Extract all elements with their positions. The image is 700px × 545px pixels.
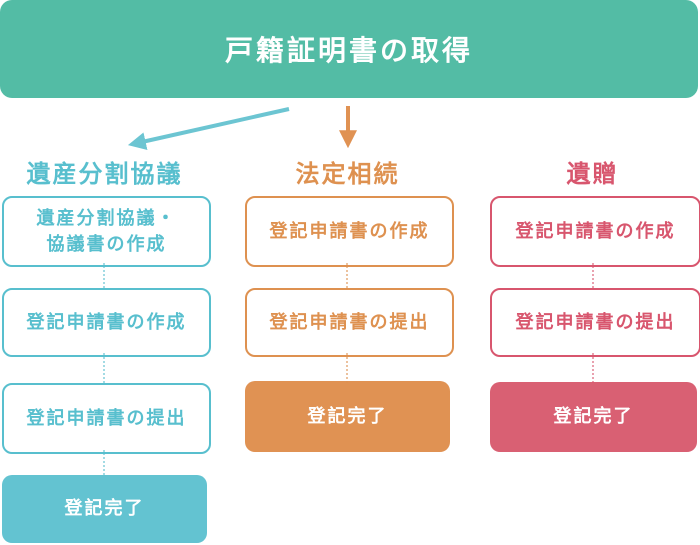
flow-step-label: 登記完了 (64, 498, 145, 520)
dotted-connector (592, 353, 594, 383)
dotted-connector (592, 263, 594, 288)
flow-step-label: 登記申請書の作成 (515, 220, 676, 242)
dotted-connector (346, 263, 348, 288)
flow-step-box: 登記申請書の作成 (490, 196, 700, 267)
dotted-connector (103, 353, 105, 383)
flow-step-box: 遺産分割協議・ 協議書の作成 (2, 196, 211, 267)
column-title-estate-division: 遺産分割協議 (26, 160, 183, 188)
flow-step-label: 登記申請書の提出 (26, 407, 187, 429)
flow-step-label: 登記申請書の提出 (515, 311, 676, 333)
dotted-connector (103, 263, 105, 288)
column-title-bequest: 遺贈 (566, 160, 619, 188)
header-banner: 戸籍証明書の取得 (0, 0, 698, 98)
flow-step-box-completed: 登記完了 (245, 381, 450, 452)
flow-step-box-completed: 登記完了 (2, 475, 207, 543)
flow-step-label: 登記完了 (553, 406, 634, 428)
column-title-legal-inheritance: 法定相続 (295, 160, 400, 188)
dotted-connector (346, 353, 348, 383)
flow-step-label: 登記申請書の作成 (269, 220, 430, 242)
flow-step-box-completed: 登記完了 (490, 382, 697, 452)
dotted-connector (103, 450, 105, 475)
page-title: 戸籍証明書の取得 (224, 34, 473, 67)
diagonal-arrow-icon (127, 107, 290, 150)
flow-step-label: 登記申請書の作成 (26, 311, 187, 333)
flow-step-label: 登記申請書の提出 (269, 311, 430, 333)
flow-step-box: 登記申請書の作成 (245, 196, 454, 267)
flow-step-box: 登記申請書の提出 (490, 288, 700, 357)
flow-step-box: 登記申請書の提出 (2, 383, 211, 454)
flow-step-box: 登記申請書の作成 (2, 288, 211, 357)
flow-step-label: 登記完了 (307, 405, 388, 427)
flow-step-label: 遺産分割協議・ 協議書の作成 (36, 208, 177, 255)
flow-step-box: 登記申請書の提出 (245, 288, 454, 357)
